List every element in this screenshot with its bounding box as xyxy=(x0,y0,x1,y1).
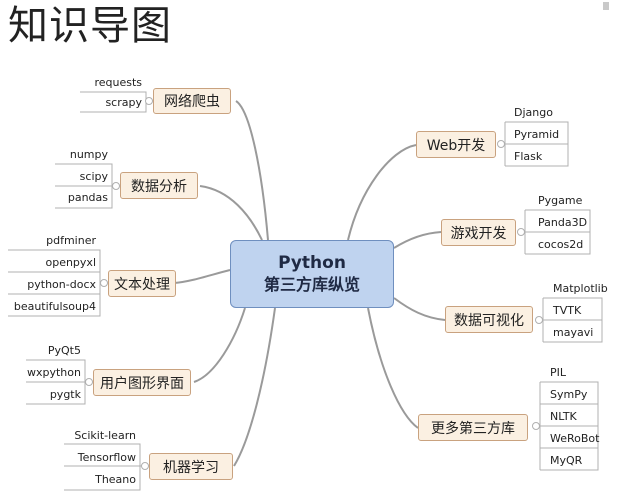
bracket-viz xyxy=(536,297,603,343)
link-more xyxy=(367,307,419,429)
bracket-web xyxy=(498,121,569,167)
branch-node-game[interactable]: 游戏开发 xyxy=(441,219,516,246)
branch-node-ml[interactable]: 机器学习 xyxy=(149,453,233,480)
collapse-dot-more xyxy=(532,422,540,430)
leaf-gui-2[interactable]: pygtk xyxy=(49,388,81,401)
leaf-web-0[interactable]: Django xyxy=(514,106,553,119)
leaf-more-4[interactable]: MyQR xyxy=(550,454,583,467)
leaf-text-3[interactable]: beautifulsoup4 xyxy=(13,300,96,313)
leaf-viz-2[interactable]: mayavi xyxy=(553,326,594,339)
branch-node-web[interactable]: Web开发 xyxy=(416,131,496,158)
leaf-viz-1[interactable]: TVTK xyxy=(553,304,582,317)
bracket-more xyxy=(533,381,599,471)
leaf-web-2[interactable]: Flask xyxy=(514,150,543,163)
collapse-dot-ml xyxy=(141,462,149,470)
leaf-analysis-1[interactable]: scipy xyxy=(79,170,108,183)
leaf-crawler-1[interactable]: scrapy xyxy=(105,96,142,109)
bracket-game xyxy=(518,209,591,255)
leaf-game-2[interactable]: cocos2d xyxy=(538,238,584,251)
collapse-dot-text xyxy=(100,279,108,287)
leaf-more-2[interactable]: NLTK xyxy=(550,410,577,423)
collapse-dot-game xyxy=(517,228,525,236)
branch-node-text[interactable]: 文本处理 xyxy=(108,270,176,297)
collapse-dot-viz xyxy=(535,316,543,324)
link-text xyxy=(173,269,231,284)
leaf-game-0[interactable]: Pygame xyxy=(538,194,583,207)
link-viz xyxy=(393,297,446,321)
link-web xyxy=(347,144,417,241)
central-topic[interactable]: Python 第三方库纵览 xyxy=(230,240,394,308)
leaf-more-1[interactable]: SymPy xyxy=(550,388,588,401)
collapse-dot-crawler xyxy=(145,97,153,105)
leaf-text-0[interactable]: pdfminer xyxy=(46,234,96,247)
page-title: 知识导图 xyxy=(8,3,172,49)
link-gui xyxy=(193,307,246,383)
leaf-ml-2[interactable]: Theano xyxy=(95,473,136,486)
branch-node-more[interactable]: 更多第三方库 xyxy=(418,414,528,441)
central-topic-line1: Python xyxy=(278,253,346,273)
branch-node-analysis[interactable]: 数据分析 xyxy=(120,172,198,199)
leaf-analysis-0[interactable]: numpy xyxy=(69,148,108,161)
corner-marker xyxy=(603,2,609,10)
branch-node-viz[interactable]: 数据可视化 xyxy=(445,306,533,333)
central-topic-line2: 第三方库纵览 xyxy=(263,275,360,294)
leaf-text-2[interactable]: python-docx xyxy=(27,278,96,291)
leaf-viz-0[interactable]: Matplotlib xyxy=(553,282,608,295)
collapse-dot-web xyxy=(497,140,505,148)
link-crawler xyxy=(235,100,269,241)
leaf-ml-0[interactable]: Scikit-learn xyxy=(74,429,136,442)
leaf-text-1[interactable]: openpyxl xyxy=(45,256,96,269)
link-game xyxy=(393,231,442,249)
leaf-gui-0[interactable]: PyQt5 xyxy=(47,344,81,357)
leaf-game-1[interactable]: Panda3D xyxy=(538,216,588,229)
leaf-analysis-2[interactable]: pandas xyxy=(67,191,108,204)
branch-node-crawler[interactable]: 网络爬虫 xyxy=(153,88,231,114)
leaf-crawler-0[interactable]: requests xyxy=(94,76,142,89)
leaf-more-0[interactable]: PIL xyxy=(550,366,567,379)
leaf-gui-1[interactable]: wxpython xyxy=(27,366,81,379)
link-analysis xyxy=(199,185,263,241)
collapse-dot-gui xyxy=(85,378,93,386)
collapse-dot-analysis xyxy=(112,182,120,190)
leaf-web-1[interactable]: Pyramid xyxy=(514,128,560,141)
leaf-ml-1[interactable]: Tensorflow xyxy=(77,451,136,464)
branch-node-gui[interactable]: 用户图形界面 xyxy=(93,369,191,396)
leaf-more-3[interactable]: WeRoBot xyxy=(550,432,600,445)
link-ml xyxy=(233,307,276,467)
